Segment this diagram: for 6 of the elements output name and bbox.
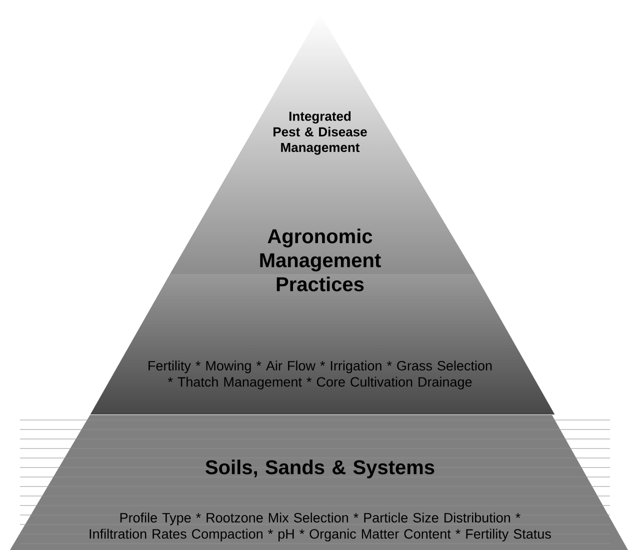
pyramid-tier	[20, 420, 610, 544]
tier-heading: Agronomic Management Practices	[260, 228, 381, 292]
tier-heading: Integrated Pest & Disease Management	[274, 111, 367, 155]
tier-heading: Soils, Sands & Systems	[206, 460, 434, 478]
tier-text: Profile Type * Rootzone Mix Selection * Particle Size Distribution * Infiltration Rates Compaction * pH * Organic Matter Content * Fertility Status	[90, 512, 551, 542]
tier-text: Fertility * Mowing * Air Flow * Irrigation * Grass Selection * Thatch Management * Core Cultivation Drainage	[148, 360, 492, 390]
